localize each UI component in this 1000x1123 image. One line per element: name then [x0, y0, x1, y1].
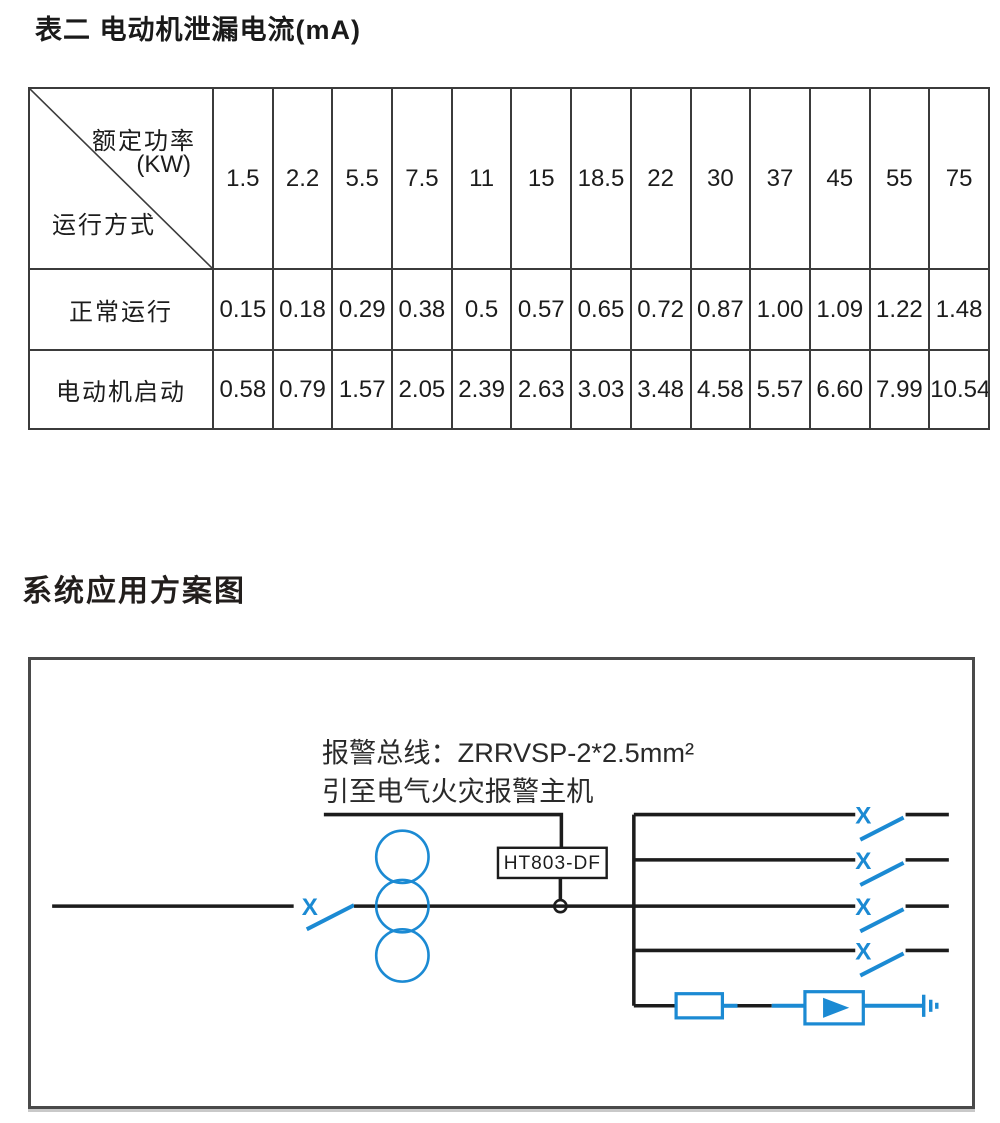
switch-x-icon: X	[855, 803, 871, 830]
data-cell: 4.58	[689, 349, 752, 430]
switch-x-icon: X	[302, 894, 318, 921]
data-cell: 2.63	[510, 349, 573, 430]
ht803-df-box	[496, 846, 608, 880]
data-cell: 0.87	[689, 268, 752, 351]
row-label-cell: 正常运行	[28, 268, 214, 351]
system-application-diagram: 报警总线：ZRRVSP-2*2.5mm² 引至电气火灾报警主机 HT803-DF…	[28, 657, 975, 1109]
power-header-cell: 2.2	[271, 87, 334, 270]
data-cell: 0.65	[570, 268, 632, 351]
data-cell: 0.79	[271, 349, 334, 430]
ct-coil-circle	[374, 829, 430, 885]
switch-x-icon: X	[855, 894, 871, 921]
data-cell: 10.54	[928, 349, 990, 430]
data-cell: 0.38	[391, 268, 453, 351]
data-cell: 1.57	[331, 349, 394, 430]
alarm-bus-note-line1: 报警总线：ZRRVSP-2*2.5mm²	[322, 737, 694, 768]
power-header-cell: 7.5	[391, 87, 453, 270]
data-cell: 1.09	[808, 268, 871, 351]
data-cell: 2.05	[391, 349, 453, 430]
data-cell: 3.48	[629, 349, 692, 430]
switch-blade	[859, 907, 905, 934]
alarm-bus-line	[323, 812, 564, 848]
data-cell: 6.60	[808, 349, 871, 430]
ct-coil-circle	[374, 927, 430, 983]
corner-cell: 额定功率 (KW) 运行方式	[28, 87, 214, 270]
data-cell: 1.00	[749, 268, 811, 351]
row-label-cell: 电动机启动	[28, 349, 214, 430]
data-cell: 0.58	[212, 349, 274, 430]
power-header-cell: 18.5	[570, 87, 632, 270]
ground-icon	[921, 994, 939, 1017]
ct-coil-circle	[374, 878, 430, 934]
power-header-cell: 75	[928, 87, 990, 270]
schematic-svg: 报警总线：ZRRVSP-2*2.5mm² 引至电气火灾报警主机 HT803-DF…	[52, 737, 949, 1026]
power-header-cell: 22	[629, 87, 692, 270]
power-header-cell: 30	[689, 87, 752, 270]
data-cell: 0.5	[450, 268, 513, 351]
data-cell: 2.39	[450, 349, 513, 430]
data-cell: 1.48	[928, 268, 990, 351]
power-header-cell: 55	[868, 87, 931, 270]
data-cell: 0.57	[510, 268, 573, 351]
switch-x-icon: X	[855, 848, 871, 875]
data-cell: 7.99	[868, 349, 931, 430]
device-label: HT803-DF	[504, 853, 601, 874]
data-cell: 0.18	[271, 268, 334, 351]
power-header-cell: 5.5	[331, 87, 394, 270]
power-header-cell: 11	[450, 87, 513, 270]
corner-diagonal-line	[31, 90, 211, 267]
data-cell: 0.72	[629, 268, 692, 351]
corner-label-power: 额定功率	[92, 128, 196, 155]
power-header-cell: 45	[808, 87, 871, 270]
alarm-bus-note-line2: 引至电气火灾报警主机	[322, 775, 594, 806]
switch-blade	[305, 903, 355, 932]
data-cell: 0.15	[212, 268, 274, 351]
corner-label-kw: (KW)	[136, 151, 191, 178]
table-title: 表二 电动机泄漏电流(mA)	[35, 15, 361, 45]
switch-blade	[859, 861, 905, 887]
switch-blade	[859, 815, 905, 842]
power-header-cell: 1.5	[212, 87, 274, 270]
section-title: 系统应用方案图	[22, 575, 246, 608]
data-cell: 3.03	[570, 349, 632, 430]
data-cell: 5.57	[749, 349, 811, 430]
corner-label-mode: 运行方式	[52, 212, 156, 239]
switch-x-icon: X	[855, 938, 871, 965]
data-cell: 0.29	[331, 268, 394, 351]
arrester-arrow-icon	[823, 997, 850, 1018]
power-header-cell: 37	[749, 87, 811, 270]
fuse-icon	[674, 992, 725, 1020]
data-cell: 1.22	[868, 268, 931, 351]
switch-blade	[859, 951, 905, 978]
power-header-cell: 15	[510, 87, 573, 270]
